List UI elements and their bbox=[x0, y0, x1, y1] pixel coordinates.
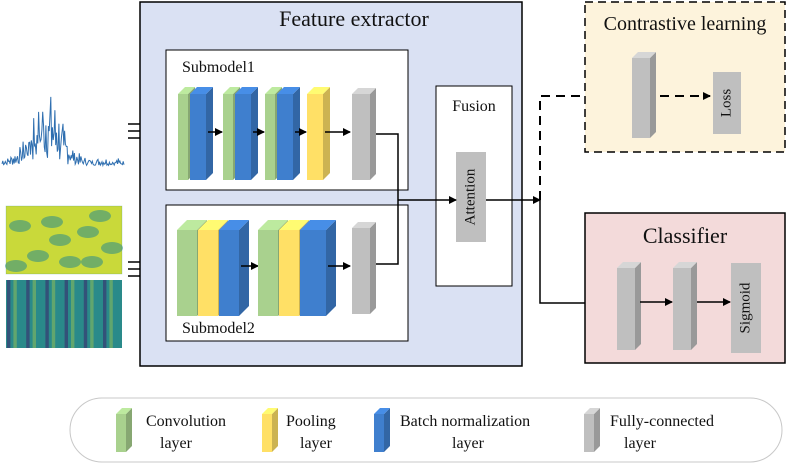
sigmoid-block bbox=[731, 263, 761, 353]
legend-label-line2: layer bbox=[624, 435, 657, 452]
heatmap-stripe bbox=[109, 280, 113, 348]
heatmap-spot bbox=[49, 234, 71, 246]
pooling-layer bbox=[307, 87, 330, 180]
legend-item: Batch normalization layer bbox=[374, 408, 530, 452]
legend-label-line1: Convolution bbox=[146, 413, 226, 430]
submodel2-label: Submodel2 bbox=[182, 320, 255, 337]
fc-layer bbox=[673, 262, 697, 350]
heatmap-spot bbox=[9, 220, 31, 232]
input-signal-plot bbox=[1, 96, 125, 168]
heatmap-stripe bbox=[115, 280, 120, 348]
feature-extractor-title: Feature extractor bbox=[279, 6, 429, 31]
heatmap-stripe bbox=[71, 280, 75, 348]
heatmap-stripe bbox=[77, 280, 81, 348]
bn-layer bbox=[219, 220, 249, 316]
heatmap-stripe bbox=[32, 280, 36, 348]
conv-layer-icon bbox=[116, 408, 132, 452]
legend-label-line1: Pooling bbox=[286, 413, 336, 430]
submodel2-layers bbox=[177, 220, 376, 316]
classifier-title: Classifier bbox=[643, 223, 728, 248]
sigmoid-label: Sigmoid bbox=[737, 282, 753, 333]
heatmap-stripe bbox=[90, 280, 94, 348]
classifier-fc-layers bbox=[617, 262, 697, 350]
heatmap-spot bbox=[41, 216, 63, 228]
fc-layer bbox=[352, 222, 376, 314]
legend-box bbox=[69, 397, 783, 463]
submodel-to-fusion-connector bbox=[376, 133, 457, 265]
attention-label: Attention bbox=[462, 168, 478, 225]
pooling-layer-icon bbox=[262, 408, 278, 452]
heatmap-stripe bbox=[13, 280, 17, 348]
fc-layer bbox=[352, 88, 376, 180]
heatmap-spot bbox=[101, 242, 123, 254]
legend-item: Pooling layer bbox=[262, 408, 336, 452]
heatmap-stripe bbox=[64, 280, 68, 348]
heatmap-stripe bbox=[83, 280, 88, 348]
heatmap-spot bbox=[81, 256, 103, 268]
heatmap-stripe bbox=[96, 280, 100, 348]
legend-item: Convolution layer bbox=[116, 408, 226, 452]
heatmap-stripe bbox=[19, 280, 24, 348]
input-heatmap-top bbox=[5, 205, 123, 275]
bn-layer bbox=[235, 87, 258, 180]
fc-layer-icon bbox=[584, 408, 600, 452]
loss-label: Loss bbox=[718, 89, 734, 118]
attention-block bbox=[456, 152, 486, 242]
heatmap-stripe bbox=[26, 280, 30, 348]
bn-layer bbox=[190, 87, 213, 180]
legend-label-line1: Batch normalization bbox=[400, 413, 530, 430]
heatmap-stripe bbox=[45, 280, 49, 348]
heatmap-stripe bbox=[103, 280, 107, 348]
legend-item: Fully-connected layer bbox=[584, 408, 714, 452]
heatmap-spot bbox=[27, 250, 49, 262]
bn-layer bbox=[277, 87, 300, 180]
heatmap-spot bbox=[77, 226, 99, 238]
legend-label-line1: Fully-connected bbox=[610, 413, 714, 430]
legend-label-line2: layer bbox=[452, 435, 485, 452]
heatmap-spot bbox=[59, 256, 81, 268]
bn-layer bbox=[300, 220, 336, 316]
contrastive-fc-layer bbox=[632, 52, 656, 138]
heatmap-spot bbox=[5, 260, 27, 272]
contrastive-learning-title: Contrastive learning bbox=[604, 13, 767, 35]
fusion-label: Fusion bbox=[452, 98, 496, 115]
contrastive-branch-arrow bbox=[539, 92, 629, 200]
fc-layer bbox=[632, 52, 656, 138]
submodel1-layers bbox=[178, 87, 376, 180]
heatmap-stripe bbox=[51, 280, 56, 348]
legend-label-line2: layer bbox=[300, 435, 333, 452]
heatmap-stripe bbox=[7, 280, 11, 348]
fc-layer bbox=[617, 262, 641, 350]
loss-block bbox=[713, 72, 741, 134]
legend-label-line2: layer bbox=[160, 435, 193, 452]
bn-layer-icon bbox=[374, 408, 390, 452]
heatmap-stripe bbox=[39, 280, 43, 348]
submodel1-label: Submodel1 bbox=[182, 59, 255, 76]
heatmap-stripe bbox=[58, 280, 62, 348]
contrastive-learning-box bbox=[584, 1, 786, 153]
heatmap-spot bbox=[89, 210, 111, 222]
input-heatmap-bottom bbox=[6, 280, 122, 348]
